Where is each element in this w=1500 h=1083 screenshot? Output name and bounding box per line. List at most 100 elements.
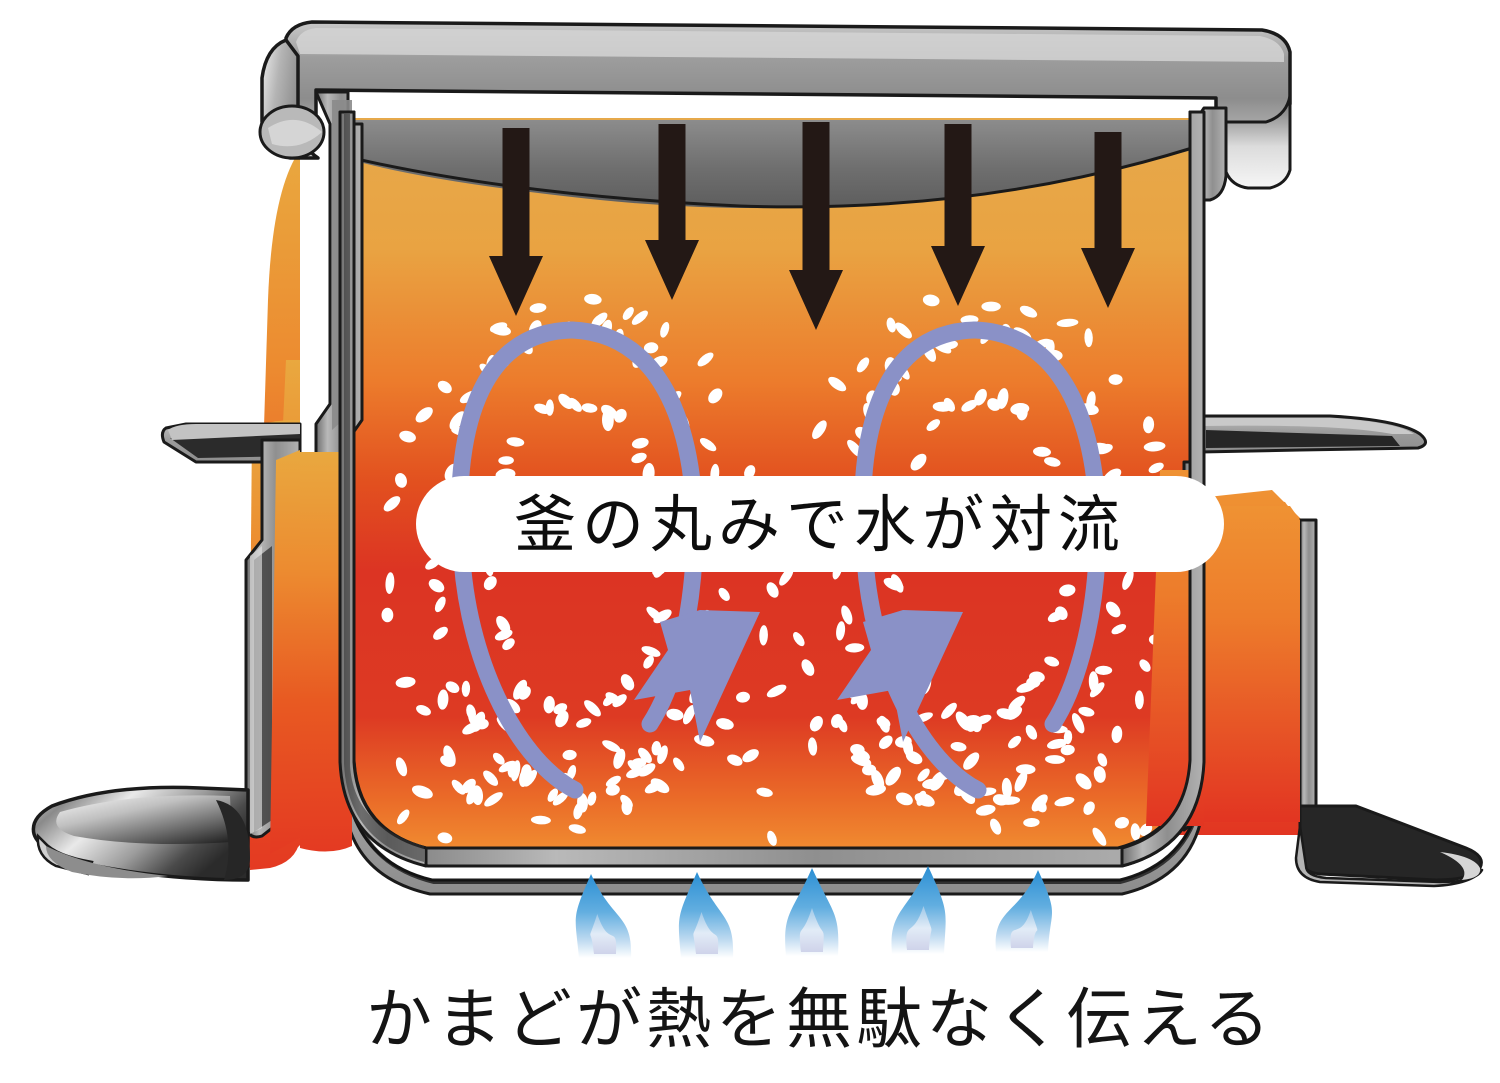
rice-grain bbox=[543, 696, 555, 714]
rice-grain bbox=[416, 705, 431, 716]
rice-grain bbox=[395, 676, 416, 688]
rice-grain bbox=[801, 659, 815, 676]
rice-grain bbox=[581, 403, 598, 413]
rice-grain bbox=[502, 638, 515, 651]
rice-grain bbox=[591, 312, 608, 328]
rice-grain bbox=[498, 456, 514, 465]
rice-grain bbox=[1095, 665, 1113, 676]
rice-grain bbox=[411, 785, 433, 799]
rice-grain bbox=[576, 718, 592, 728]
rice-grain bbox=[547, 788, 559, 802]
rice-grain bbox=[1014, 771, 1028, 792]
rice-grain bbox=[1105, 601, 1121, 618]
heat-arrow bbox=[645, 124, 699, 300]
rice-grain bbox=[396, 809, 410, 825]
rice-grain bbox=[943, 397, 956, 412]
rice-grain bbox=[699, 437, 717, 452]
rice-grain bbox=[385, 572, 395, 594]
pot-left-wall-edge bbox=[338, 110, 428, 868]
rice-grain bbox=[573, 802, 584, 820]
rice-grain bbox=[631, 310, 648, 325]
rice-grain bbox=[513, 679, 528, 700]
rice-grain bbox=[601, 409, 614, 432]
rice-grain bbox=[965, 714, 981, 724]
rice-grain bbox=[631, 437, 649, 449]
rice-grain bbox=[484, 792, 503, 807]
rice-grain bbox=[766, 582, 779, 598]
rice-grain bbox=[1047, 738, 1067, 749]
rice-grain bbox=[399, 430, 416, 443]
flame-outer bbox=[678, 872, 734, 958]
rice-grain bbox=[555, 710, 569, 728]
rice-grain bbox=[1025, 724, 1038, 740]
rice-grain bbox=[1015, 764, 1036, 775]
rice-grain bbox=[395, 757, 408, 777]
rice-grain bbox=[440, 755, 456, 767]
rice-grain bbox=[445, 681, 460, 693]
rice-grain bbox=[890, 574, 904, 593]
rice-grain bbox=[1008, 695, 1026, 712]
rice-grain bbox=[941, 702, 957, 719]
rice-grain bbox=[856, 357, 870, 373]
flame-outer bbox=[891, 866, 946, 954]
rice-grain bbox=[736, 691, 750, 703]
rice-grain bbox=[567, 765, 577, 781]
rice-grain bbox=[742, 749, 759, 763]
rice-grain bbox=[1139, 823, 1153, 836]
rice-grain bbox=[1095, 443, 1113, 455]
rice-grain bbox=[1083, 801, 1095, 815]
rice-grain bbox=[605, 784, 620, 796]
rice-grain bbox=[1054, 796, 1075, 807]
rice-grain bbox=[759, 625, 768, 646]
rice-grain bbox=[492, 752, 505, 765]
rice-grain bbox=[1001, 777, 1012, 799]
rice-grain bbox=[1019, 305, 1038, 318]
rice-grain bbox=[614, 408, 627, 423]
flame-core bbox=[799, 908, 824, 952]
rice-grain bbox=[1097, 753, 1108, 767]
rice-grain bbox=[1114, 817, 1129, 829]
rice-grain bbox=[666, 708, 684, 721]
rice-grain bbox=[929, 771, 946, 791]
rice-grain bbox=[1111, 725, 1123, 744]
rice-grain bbox=[562, 749, 577, 761]
rice-grain bbox=[1078, 706, 1095, 717]
rice-grain bbox=[808, 737, 818, 756]
rice-grain bbox=[836, 621, 846, 641]
rice-grain bbox=[437, 689, 449, 710]
rice-grain bbox=[490, 324, 511, 336]
rice-grain bbox=[1084, 328, 1093, 348]
rice-grain bbox=[568, 397, 582, 412]
rice-grain bbox=[963, 752, 980, 770]
flame-core bbox=[1010, 910, 1038, 948]
rice-grain bbox=[1139, 659, 1151, 672]
rice-grain bbox=[1044, 457, 1061, 467]
flame-outer bbox=[995, 870, 1052, 952]
rice-grain bbox=[568, 824, 586, 834]
rice-grain bbox=[902, 738, 914, 757]
rice-grain bbox=[395, 473, 407, 488]
rice-grain bbox=[950, 742, 967, 752]
rice-grain bbox=[1056, 318, 1079, 327]
pot-right-wall-edge bbox=[1120, 110, 1206, 868]
rice-grain bbox=[461, 680, 471, 697]
heat-arrow bbox=[789, 122, 843, 330]
rice-grain bbox=[981, 301, 1001, 312]
rice-grain bbox=[521, 764, 532, 780]
rice-grain bbox=[878, 735, 893, 749]
callout-label: 釜の丸みで水が対流 bbox=[514, 492, 1126, 560]
rice-grain bbox=[552, 791, 569, 806]
rice-grain bbox=[856, 691, 868, 710]
rice-grain bbox=[1047, 611, 1064, 623]
rice-grain bbox=[620, 674, 635, 691]
rice-grain bbox=[650, 778, 670, 794]
rice-grain bbox=[523, 769, 538, 787]
rice-grain bbox=[1031, 794, 1048, 812]
rice-grain bbox=[558, 393, 574, 410]
rice-grain bbox=[584, 293, 602, 305]
rice-grain bbox=[708, 388, 723, 404]
rice-grain bbox=[433, 626, 448, 640]
rice-grain bbox=[841, 605, 853, 625]
rice-grain bbox=[660, 321, 670, 338]
